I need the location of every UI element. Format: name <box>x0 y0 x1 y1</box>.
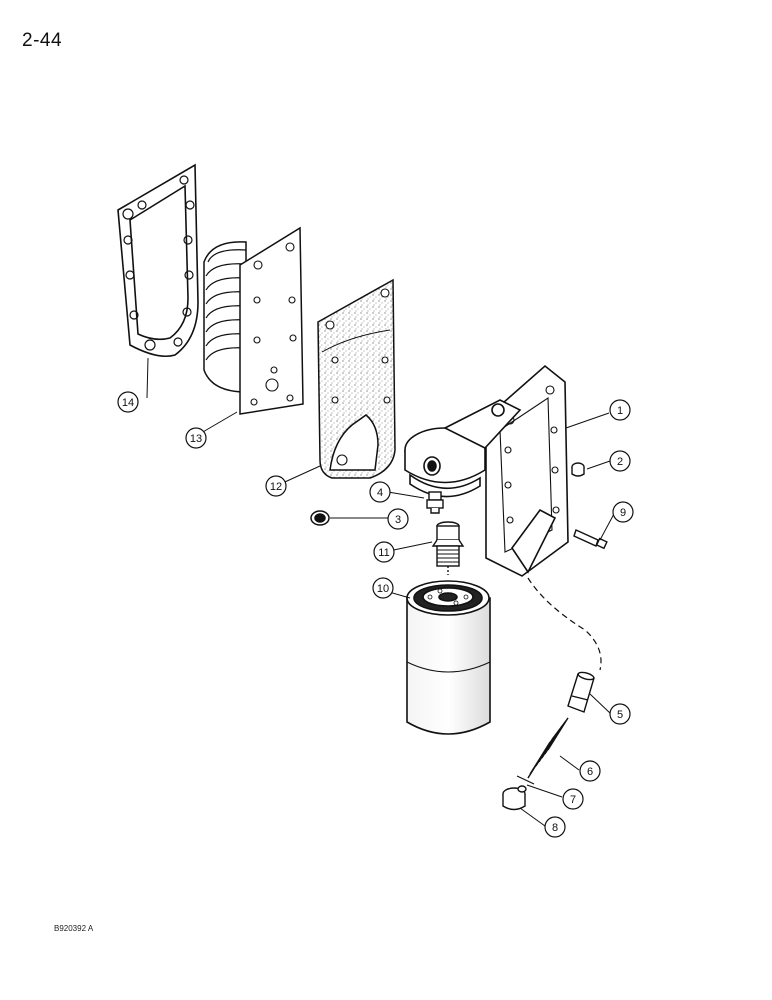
svg-text:4: 4 <box>377 487 383 499</box>
washer-part-7 <box>516 775 535 785</box>
bolt-part-9 <box>573 529 608 550</box>
svg-text:1: 1 <box>617 405 623 417</box>
svg-text:10: 10 <box>377 583 389 595</box>
callout-4: 4 <box>369 481 391 503</box>
oil-cooler-part-13 <box>203 226 304 415</box>
plug-part-8 <box>502 785 527 811</box>
callout-9: 9 <box>612 501 634 523</box>
callout-11: 11 <box>373 541 395 563</box>
callout-10: 10 <box>372 577 394 599</box>
callout-2: 2 <box>609 450 631 472</box>
filter-head-part-1 <box>404 364 569 577</box>
installation-path-line <box>527 577 602 671</box>
callout-5: 5 <box>609 703 631 725</box>
callout-6: 6 <box>579 760 601 782</box>
svg-text:12: 12 <box>270 481 282 493</box>
oil-filter-part-10 <box>406 580 491 735</box>
plug-part-2 <box>571 462 585 477</box>
callout-12: 12 <box>265 475 287 497</box>
svg-text:6: 6 <box>587 766 593 778</box>
figure-code: B920392 A <box>54 924 94 933</box>
callout-1: 1 <box>609 399 631 421</box>
adapter-part-11 <box>431 521 465 575</box>
callouts: 1 2 3 4 5 6 7 <box>117 391 634 838</box>
svg-text:2: 2 <box>617 456 623 468</box>
gasket-part-12 <box>317 278 396 479</box>
callout-3: 3 <box>387 508 409 530</box>
svg-text:3: 3 <box>395 514 401 526</box>
fitting-part-4 <box>426 491 444 514</box>
svg-text:7: 7 <box>570 794 576 806</box>
svg-text:9: 9 <box>620 507 626 519</box>
callout-7: 7 <box>562 788 584 810</box>
gasket-part-14 <box>117 163 199 358</box>
callout-14: 14 <box>117 391 139 413</box>
svg-text:14: 14 <box>122 397 134 409</box>
page-number: 2-44 <box>22 30 63 51</box>
svg-text:11: 11 <box>378 547 389 559</box>
spring-part-6 <box>527 717 569 779</box>
svg-text:8: 8 <box>552 822 558 834</box>
svg-text:5: 5 <box>617 709 623 721</box>
valve-plunger-part-5 <box>567 671 595 713</box>
callout-13: 13 <box>185 427 207 449</box>
callout-8: 8 <box>544 816 566 838</box>
svg-text:13: 13 <box>190 433 202 445</box>
plug-part-3 <box>310 510 330 526</box>
